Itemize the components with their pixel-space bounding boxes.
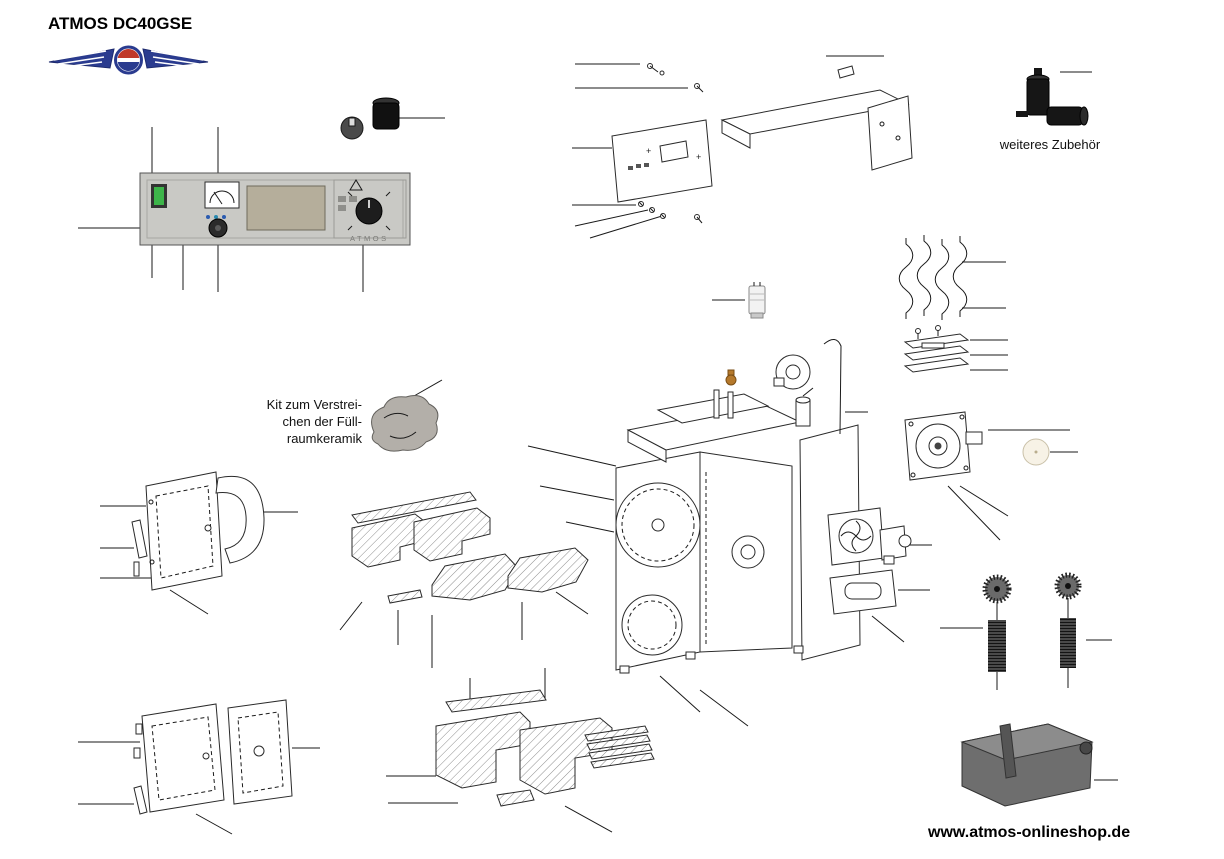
accessory-draft-regulator bbox=[1016, 68, 1089, 126]
boiler-body-exploded bbox=[615, 389, 861, 674]
accessories-label: weiteres Zubehör bbox=[999, 137, 1101, 152]
warning-triangle-icon bbox=[349, 179, 363, 191]
sealing-putty-stone bbox=[371, 395, 439, 452]
ceramic-kit-line2: chen der Füll- bbox=[282, 414, 362, 429]
top-sheet-metal-covers bbox=[720, 65, 913, 171]
firebox-ceramic-set bbox=[351, 491, 589, 604]
door-gasket-frame bbox=[829, 569, 897, 615]
exhaust-fan-plate bbox=[904, 411, 983, 481]
main-switch-icon bbox=[154, 187, 164, 205]
board-plus-symbol-2: + bbox=[696, 152, 701, 162]
round-cleaning-brushes bbox=[982, 572, 1082, 690]
ceramic-kit-line3: raumkeramik bbox=[286, 431, 362, 446]
sealing-plate-set bbox=[903, 325, 970, 373]
upper-door-assembly bbox=[131, 471, 265, 591]
lower-door-assembly bbox=[133, 699, 293, 815]
leader-lines bbox=[78, 55, 1118, 835]
atmos-logo bbox=[48, 45, 209, 75]
blanking-disc bbox=[1022, 438, 1050, 466]
website-url[interactable]: www.atmos-onlineshop.de bbox=[928, 824, 1131, 841]
ceramic-kit-label: Kit zum Verstrei- chen der Füll- raumker… bbox=[248, 396, 362, 447]
board-screws bbox=[638, 201, 703, 224]
page-title: ATMOS DC40GSE bbox=[48, 14, 193, 33]
board-display bbox=[659, 140, 689, 163]
combustion-chamber-ceramics bbox=[435, 689, 655, 807]
electronic-control-board: + + bbox=[611, 119, 713, 203]
spiral-turbulators bbox=[898, 235, 968, 320]
capacitor bbox=[748, 282, 766, 319]
ceramic-kit-line1: Kit zum Verstrei- bbox=[266, 397, 362, 412]
control-panel: ATMOS bbox=[139, 172, 411, 246]
bent-rod bbox=[823, 339, 842, 435]
thermal-valve bbox=[725, 369, 737, 386]
ash-pan bbox=[960, 723, 1094, 807]
thermometer-gauge-icon bbox=[204, 181, 240, 209]
spare-control-knob bbox=[340, 97, 400, 140]
panel-brand-text: ATMOS bbox=[350, 234, 389, 243]
flue-outlet bbox=[795, 387, 814, 427]
board-plus-symbol: + bbox=[646, 146, 651, 156]
display-window bbox=[246, 185, 326, 231]
blower-housing bbox=[773, 354, 811, 390]
exhaust-fan-motor bbox=[827, 507, 912, 566]
mounting-screws-top bbox=[647, 63, 704, 93]
door-air-channel bbox=[215, 475, 265, 564]
burner-knob-icon bbox=[355, 197, 383, 225]
